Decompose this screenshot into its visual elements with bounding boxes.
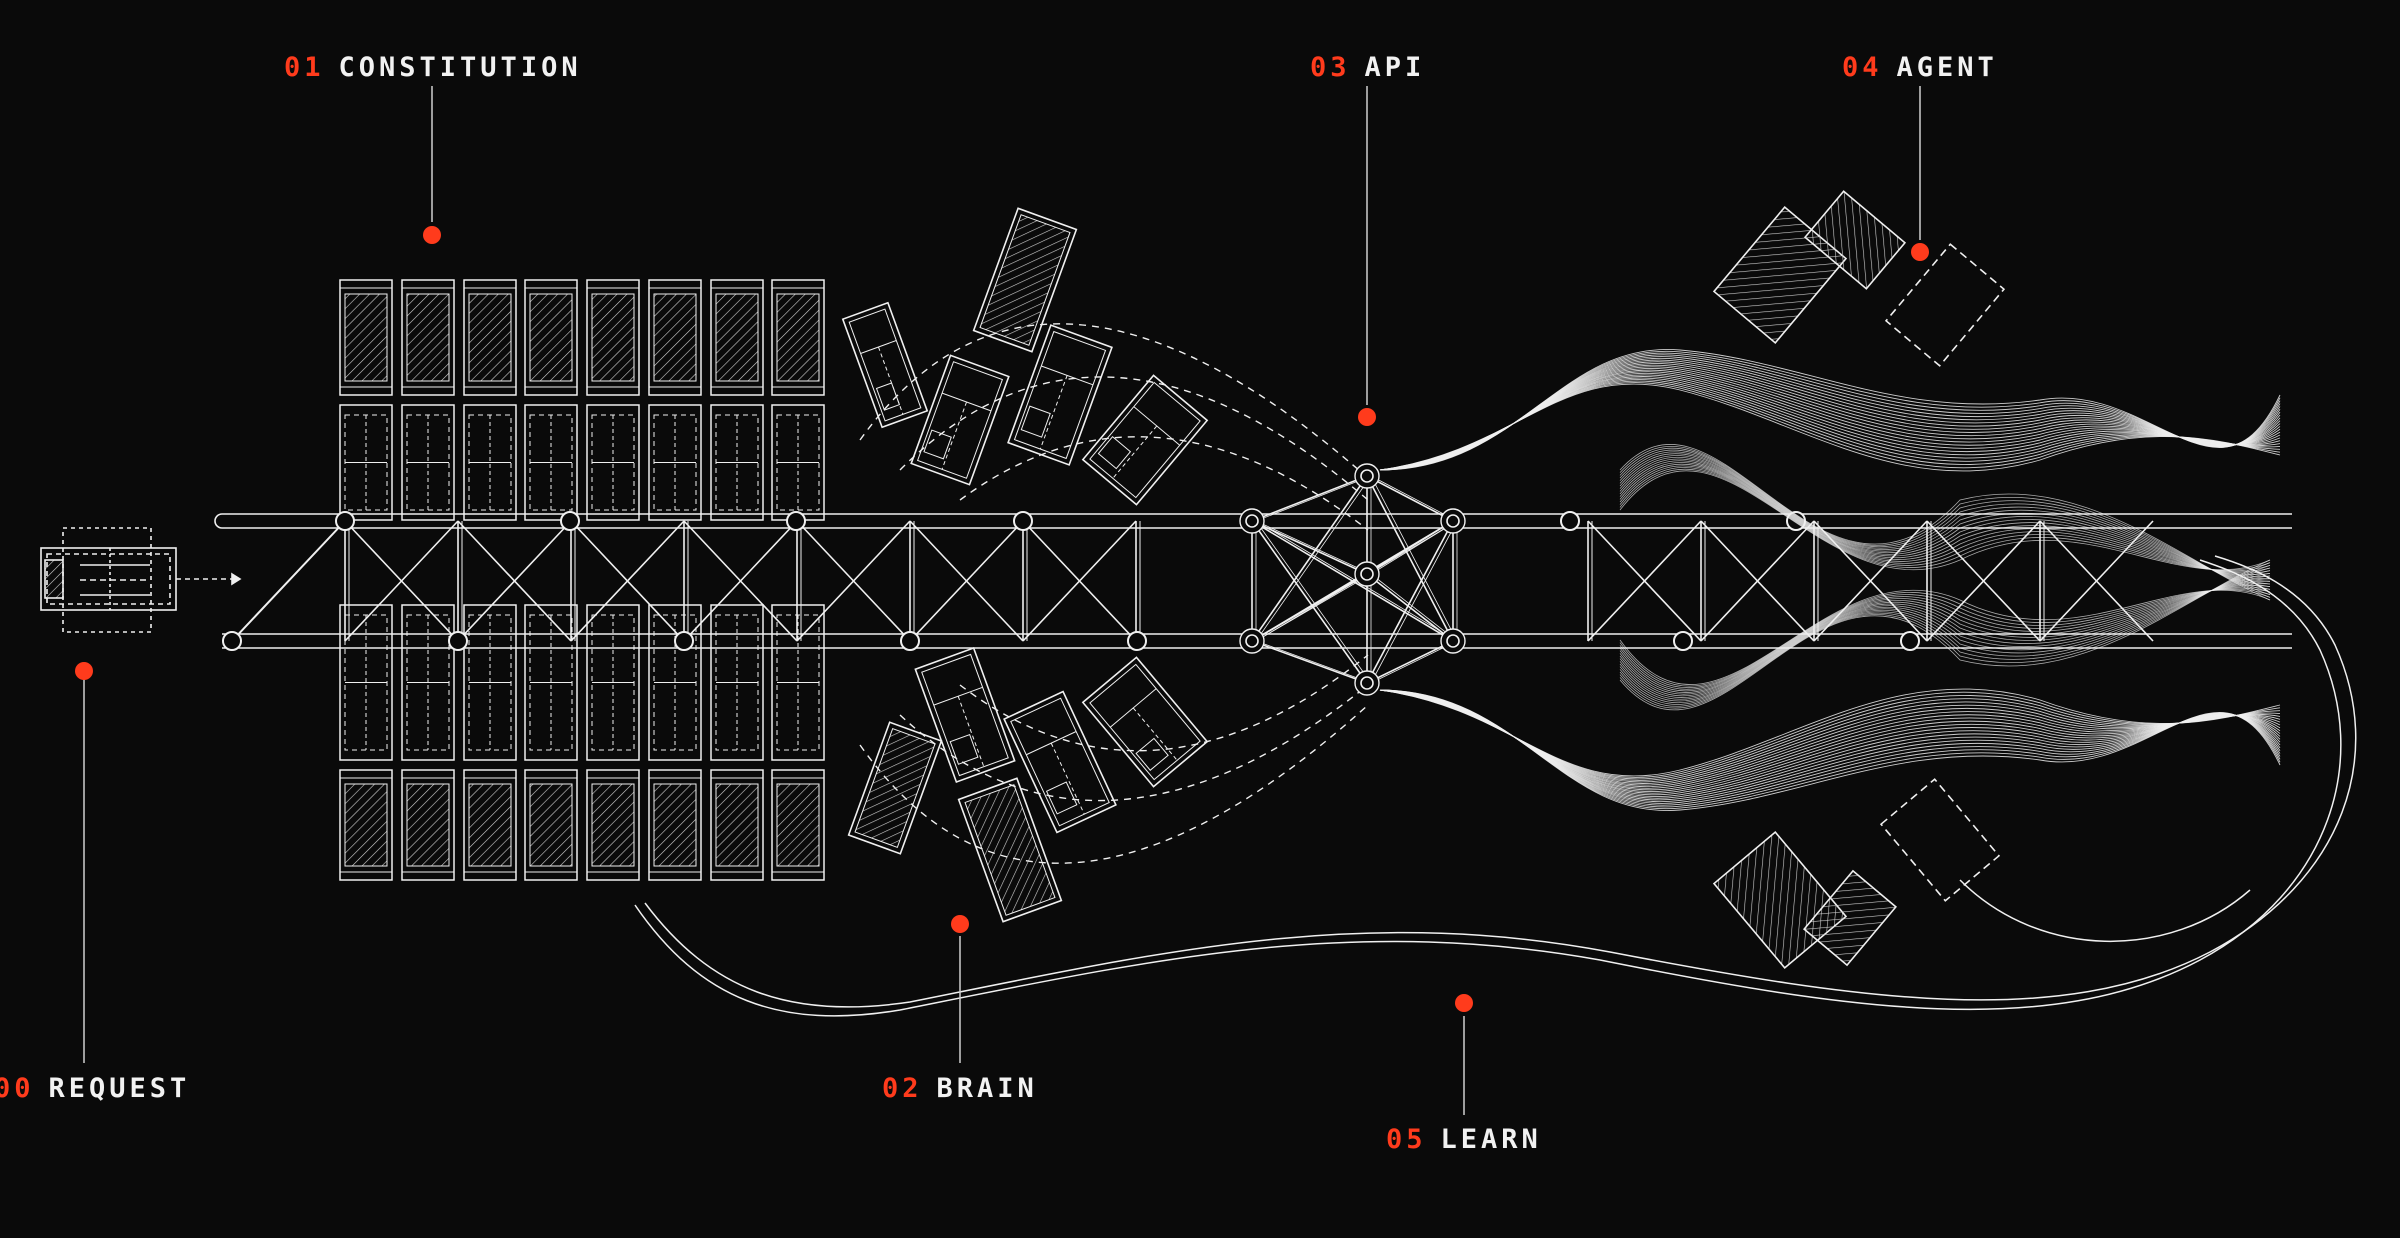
brain-floorplan xyxy=(1003,690,1117,834)
dashed-arcs xyxy=(859,323,1369,864)
constitution-panel xyxy=(463,404,517,521)
learn-loop xyxy=(634,555,2357,1017)
brain-floorplan xyxy=(914,646,1016,784)
brain-floorplan xyxy=(1081,656,1209,788)
constitution-panel xyxy=(771,404,825,521)
constitution-panel xyxy=(463,604,517,761)
constitution-panel xyxy=(463,769,517,881)
learn-marker xyxy=(1455,994,1473,1012)
constitution-panel xyxy=(339,279,393,396)
constitution-panel xyxy=(648,769,702,881)
brain-marker xyxy=(951,915,969,933)
constitution-panel xyxy=(401,279,455,396)
brain-floorplans xyxy=(841,207,1209,923)
constitution-panel xyxy=(648,604,702,761)
brain-floorplan xyxy=(1007,324,1113,466)
constitution-panel xyxy=(463,279,517,396)
constitution-panel xyxy=(586,404,640,521)
constitution-panel xyxy=(710,404,764,521)
constitution-panel xyxy=(339,604,393,761)
stage-markers xyxy=(75,226,1929,1012)
constitution-panel xyxy=(710,279,764,396)
agent-ribbons xyxy=(1379,349,2281,811)
api-marker xyxy=(1358,408,1376,426)
constitution-panel xyxy=(339,404,393,521)
constitution-panel xyxy=(586,604,640,761)
constitution-panel xyxy=(401,769,455,881)
constitution-panel xyxy=(339,769,393,881)
brain-floorplan xyxy=(1081,374,1209,506)
constitution-marker xyxy=(423,226,441,244)
brain-floorplan xyxy=(957,777,1063,923)
constitution-panel xyxy=(648,279,702,396)
constitution-panel xyxy=(524,279,578,396)
brain-floorplan xyxy=(841,301,929,429)
constitution-panel xyxy=(401,604,455,761)
constitution-panel xyxy=(771,769,825,881)
api-hub xyxy=(1239,463,1466,696)
brain-floorplan xyxy=(972,207,1078,353)
constitution-panel xyxy=(648,404,702,521)
agent-cards xyxy=(1712,190,2006,969)
request-marker xyxy=(75,662,93,680)
constitution-panel xyxy=(586,769,640,881)
constitution-panel-stack xyxy=(339,279,825,881)
constitution-panel xyxy=(771,604,825,761)
leader-lines xyxy=(83,86,1921,1115)
constitution-panel xyxy=(710,769,764,881)
constitution-panel xyxy=(771,279,825,396)
constitution-panel xyxy=(586,279,640,396)
brain-floorplan xyxy=(910,354,1010,486)
request-module xyxy=(40,527,242,633)
agent-marker xyxy=(1911,243,1929,261)
constitution-panel xyxy=(710,604,764,761)
constitution-panel xyxy=(401,404,455,521)
constitution-panel xyxy=(524,769,578,881)
constitution-panel xyxy=(524,404,578,521)
constitution-panel xyxy=(524,604,578,761)
